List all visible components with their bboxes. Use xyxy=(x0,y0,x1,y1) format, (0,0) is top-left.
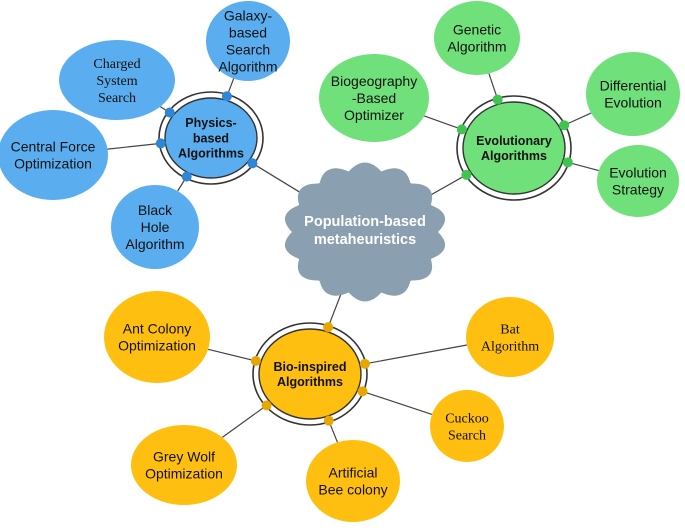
bat-algorithm-dot xyxy=(359,358,370,369)
biogeography-based-optimizer-dot xyxy=(456,124,467,135)
bat-algorithm-link xyxy=(364,344,467,365)
artificial-bee-colony-ellipse xyxy=(306,440,400,522)
biogeography-based-optimizer-ellipse xyxy=(319,54,429,142)
evolution-strategy-link xyxy=(567,161,599,172)
charged-system-search-dot xyxy=(164,107,175,118)
evolutionary-hub-center-link xyxy=(425,173,468,199)
grey-wolf-optimization-ellipse xyxy=(131,425,237,505)
black-hole-algorithm-ellipse xyxy=(111,185,199,269)
artificial-bee-colony-dot xyxy=(323,415,334,426)
cuckoo-search-ellipse xyxy=(430,390,504,462)
charged-system-search-ellipse xyxy=(59,40,175,120)
central-force-optimization-dot xyxy=(155,138,166,149)
galaxy-based-search-dot xyxy=(221,91,232,102)
connector-dots xyxy=(155,91,573,426)
differential-evolution-ellipse xyxy=(586,52,680,136)
ant-colony-optimization-link xyxy=(207,348,257,362)
center-cloud-shape xyxy=(285,162,445,302)
physics-hub-center-link xyxy=(251,162,307,197)
grey-wolf-optimization-dot xyxy=(261,400,272,411)
physics-hub-ellipse xyxy=(164,97,258,179)
ant-colony-optimization-dot xyxy=(250,355,261,366)
central-force-optimization-ellipse xyxy=(0,110,108,200)
differential-evolution-dot xyxy=(559,120,570,131)
cuckoo-search-dot xyxy=(357,386,368,397)
bio-hub-center-dot xyxy=(323,322,334,333)
cuckoo-search-link xyxy=(362,390,433,415)
bat-algorithm-ellipse xyxy=(466,297,554,377)
bio-hub-ellipse xyxy=(258,328,362,420)
physics-hub-center-dot xyxy=(247,158,258,169)
black-hole-algorithm-dot xyxy=(181,171,192,182)
connector-lines xyxy=(107,73,599,443)
galaxy-based-search-ellipse xyxy=(206,1,290,81)
genetic-algorithm-ellipse xyxy=(434,1,520,75)
grey-wolf-optimization-link xyxy=(221,404,267,438)
evolution-strategy-dot xyxy=(562,157,573,168)
bio-hub-center-link xyxy=(327,290,343,329)
evolutionary-hub-center-dot xyxy=(461,169,472,180)
evolution-strategy-ellipse xyxy=(597,145,679,217)
ant-colony-optimization-ellipse xyxy=(104,291,210,383)
central-force-optimization-link xyxy=(107,142,161,150)
biogeography-based-optimizer-link xyxy=(424,115,463,130)
evolutionary-hub-ellipse xyxy=(462,101,566,195)
genetic-algorithm-dot xyxy=(492,94,503,105)
